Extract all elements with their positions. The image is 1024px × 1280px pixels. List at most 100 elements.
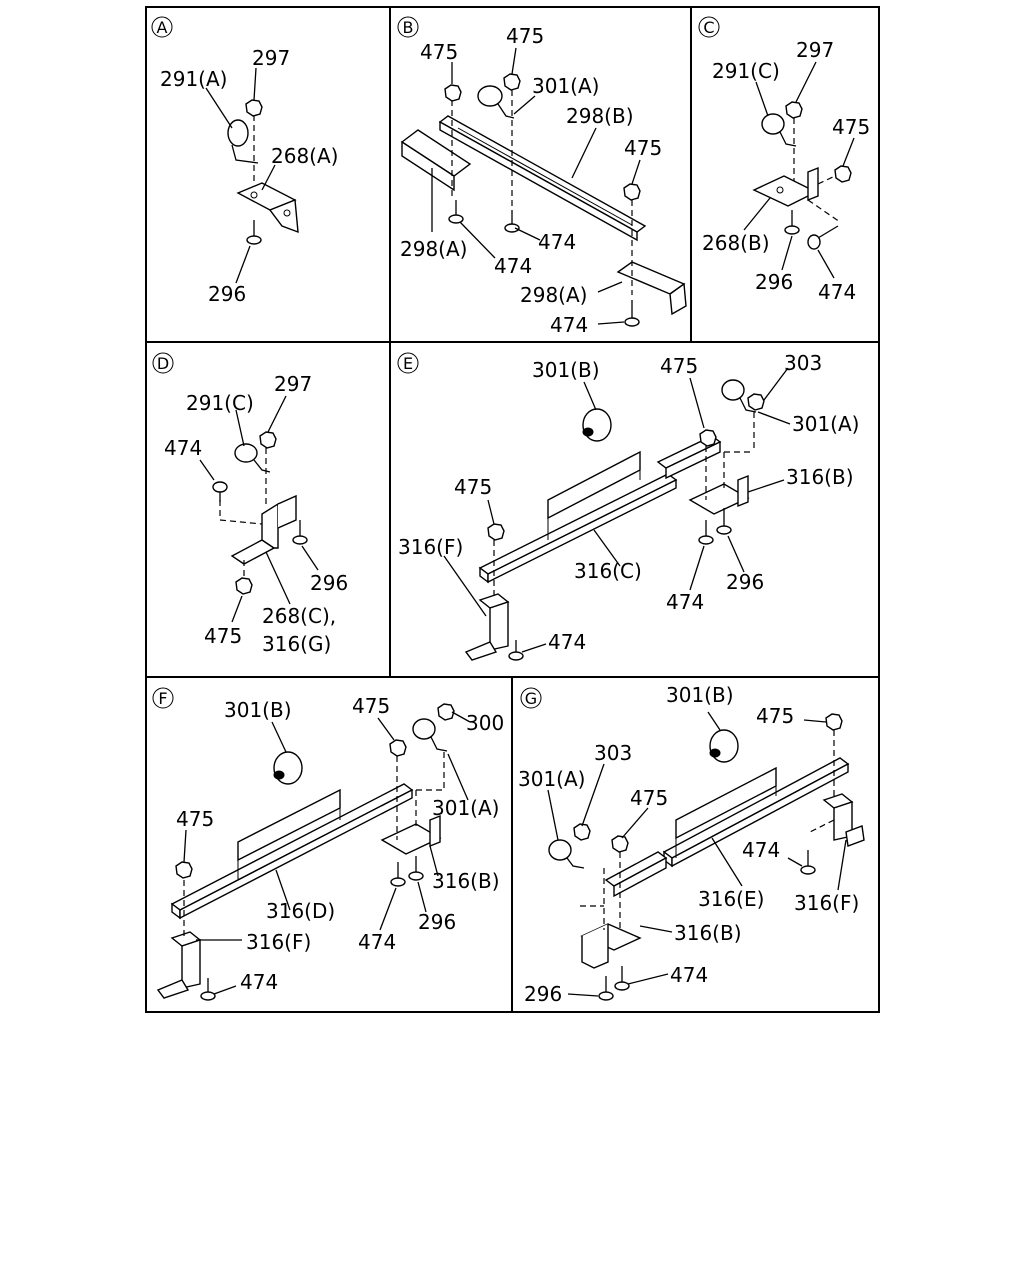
callout-label: 298(A) xyxy=(400,237,467,261)
nut-icon xyxy=(611,835,629,853)
bracket-icon xyxy=(236,182,299,234)
rail-icon xyxy=(604,757,850,898)
panel-a-letter-badge: A xyxy=(151,16,173,38)
panel-f-letter-badge: F xyxy=(152,687,174,709)
callout-label: 475 xyxy=(660,354,698,378)
nut-icon xyxy=(834,165,852,183)
bolt-icon xyxy=(508,640,524,661)
bolt-icon xyxy=(246,220,262,245)
nut-icon xyxy=(503,73,521,91)
bracket-icon xyxy=(752,166,819,207)
clip-icon xyxy=(234,443,271,473)
callout-label: 474 xyxy=(164,436,202,460)
callout-label: 474 xyxy=(742,838,780,862)
bolt-icon xyxy=(212,481,228,502)
callout-label: 316(B) xyxy=(786,465,854,489)
nut-icon xyxy=(623,183,641,201)
callout-label: 316(D) xyxy=(266,899,335,923)
rail-icon xyxy=(438,115,647,242)
clip-icon xyxy=(227,119,259,164)
bolt-icon xyxy=(448,200,464,224)
svg-text:G: G xyxy=(525,689,537,708)
callout-label: 303 xyxy=(784,351,822,375)
clamp-icon xyxy=(547,408,641,540)
callout-label: 475 xyxy=(832,115,870,139)
callout-label: 298(B) xyxy=(566,104,634,128)
bolt-icon xyxy=(504,210,520,233)
nut-icon xyxy=(259,431,277,449)
callout-label: 474 xyxy=(538,230,576,254)
panel-g: G xyxy=(518,683,865,1006)
nut-icon xyxy=(785,101,803,119)
nut-icon xyxy=(825,713,843,731)
callout-label: 268(B) xyxy=(702,231,770,255)
callout-label: 316(B) xyxy=(674,921,742,945)
callout-label: 475 xyxy=(506,24,544,48)
callout-label: 301(A) xyxy=(518,767,585,791)
callout-label: 268(C), xyxy=(262,604,336,628)
callout-label: 474 xyxy=(666,590,704,614)
bolt-icon xyxy=(408,856,424,881)
bolt-icon xyxy=(390,862,406,887)
callout-label: 291(C) xyxy=(712,59,780,83)
bolt-icon xyxy=(614,966,630,991)
nut-icon xyxy=(699,429,717,447)
callout-label: 297 xyxy=(252,46,290,70)
callout-label: 300 xyxy=(466,711,504,735)
panel-f: F xyxy=(152,687,504,1001)
callout-label: 297 xyxy=(796,38,834,62)
panel-c: C 297 291(C) 475 268( xyxy=(698,16,870,304)
clip-icon xyxy=(412,718,448,752)
clamp-icon xyxy=(675,729,777,858)
callout-label: 316(E) xyxy=(698,887,764,911)
panel-c-letter-badge: C xyxy=(698,16,720,38)
panel-a: A 297 291(A) 268(A) 296 xyxy=(151,16,338,306)
callout-label: 301(B) xyxy=(666,683,734,707)
callout-label: 303 xyxy=(594,741,632,765)
bracket-icon xyxy=(822,793,865,847)
nut-icon xyxy=(235,577,253,595)
panel-e-letter-badge: E xyxy=(397,352,419,374)
nut-icon xyxy=(389,739,407,757)
bracket-icon xyxy=(464,593,510,661)
svg-text:D: D xyxy=(157,354,169,373)
callout-label: 296 xyxy=(208,282,246,306)
callout-label: 475 xyxy=(624,136,662,160)
nut-icon xyxy=(245,99,263,117)
callout-label: 301(B) xyxy=(532,358,600,382)
callout-label: 316(C) xyxy=(574,559,642,583)
svg-text:A: A xyxy=(157,18,168,37)
callout-label: 291(A) xyxy=(160,67,227,91)
callout-label: 296 xyxy=(524,982,562,1006)
callout-label: 475 xyxy=(420,40,458,64)
bracket-icon xyxy=(580,923,642,969)
callout-label: 301(A) xyxy=(532,74,599,98)
callout-label: 474 xyxy=(494,254,532,278)
bracket-icon xyxy=(616,261,687,316)
callout-label: 474 xyxy=(818,280,856,304)
clip-icon xyxy=(477,85,515,119)
nut-icon xyxy=(487,523,505,541)
clip-icon xyxy=(548,839,585,869)
diagram-frame xyxy=(145,6,880,1013)
callout-label: 474 xyxy=(240,970,278,994)
svg-text:F: F xyxy=(158,689,167,708)
panel-d: D 291(C) 297 474 xyxy=(152,352,348,656)
callout-label: 291(C) xyxy=(186,391,254,415)
callout-label: 268(A) xyxy=(271,144,338,168)
callout-label: 474 xyxy=(670,963,708,987)
callout-label: 475 xyxy=(204,624,242,648)
bolt-icon xyxy=(624,300,640,327)
callout-label: 316(G) xyxy=(262,632,331,656)
callout-label: 475 xyxy=(454,475,492,499)
callout-label: 296 xyxy=(755,270,793,294)
panel-d-letter-badge: D xyxy=(152,352,174,374)
callout-label: 474 xyxy=(548,630,586,654)
bolt-icon xyxy=(716,508,732,535)
callout-label: 474 xyxy=(550,313,588,337)
callout-label: 301(A) xyxy=(432,796,499,820)
bolt-icon xyxy=(698,520,714,545)
nut-icon xyxy=(437,703,455,721)
callout-label: 297 xyxy=(274,372,312,396)
